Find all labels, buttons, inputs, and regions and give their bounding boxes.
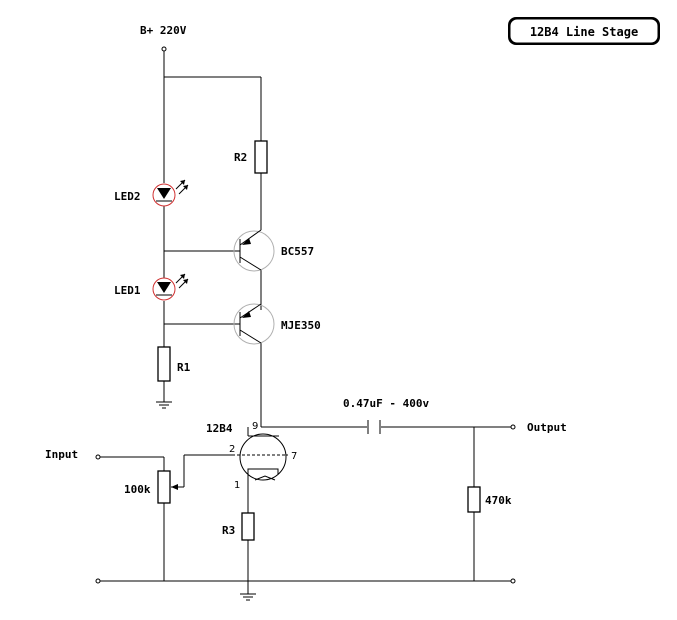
output-terminal — [510, 424, 516, 430]
led2-label: LED2 — [114, 190, 141, 203]
wires — [100, 51, 511, 594]
pin-cathode: 1 — [234, 480, 240, 491]
capacitor — [367, 420, 381, 434]
ground-symbol-r1 — [156, 401, 172, 409]
pin-heater: 7 — [291, 451, 297, 462]
bc557-label: BC557 — [281, 245, 314, 258]
mje350-label: MJE350 — [281, 319, 321, 332]
ground-terminal-left — [95, 578, 101, 584]
pin-grid: 2 — [229, 444, 235, 455]
led2 — [152, 179, 189, 207]
transistor-bc557 — [233, 229, 275, 272]
supply-label: B+ 220V — [140, 24, 187, 37]
resistor-r2 — [254, 140, 268, 174]
potentiometer-100k — [157, 470, 178, 504]
pin-plate: 9 — [252, 421, 258, 432]
led1 — [152, 273, 189, 301]
r3-label: R3 — [222, 524, 235, 537]
capacitor-label: 0.47uF - 400v — [343, 397, 429, 410]
supply-terminal — [161, 46, 167, 52]
title-text: 12B4 Line Stage — [530, 25, 638, 39]
r2-label: R2 — [234, 151, 247, 164]
resistor-r1 — [157, 346, 171, 382]
title-box: 12B4 Line Stage — [508, 17, 660, 45]
tube-12b4 — [232, 433, 288, 481]
tube-label: 12B4 — [206, 422, 233, 435]
pot-label: 100k — [124, 483, 151, 496]
ground-symbol-main — [240, 593, 256, 601]
load-label: 470k — [485, 494, 512, 507]
resistor-r3 — [241, 512, 255, 541]
input-label: Input — [45, 448, 78, 461]
input-terminal — [95, 454, 101, 460]
ground-terminal-right — [510, 578, 516, 584]
r1-label: R1 — [177, 361, 191, 374]
led1-label: LED1 — [114, 284, 141, 297]
output-label: Output — [527, 421, 567, 434]
transistor-mje350 — [233, 303, 275, 345]
resistor-470k — [467, 486, 481, 513]
